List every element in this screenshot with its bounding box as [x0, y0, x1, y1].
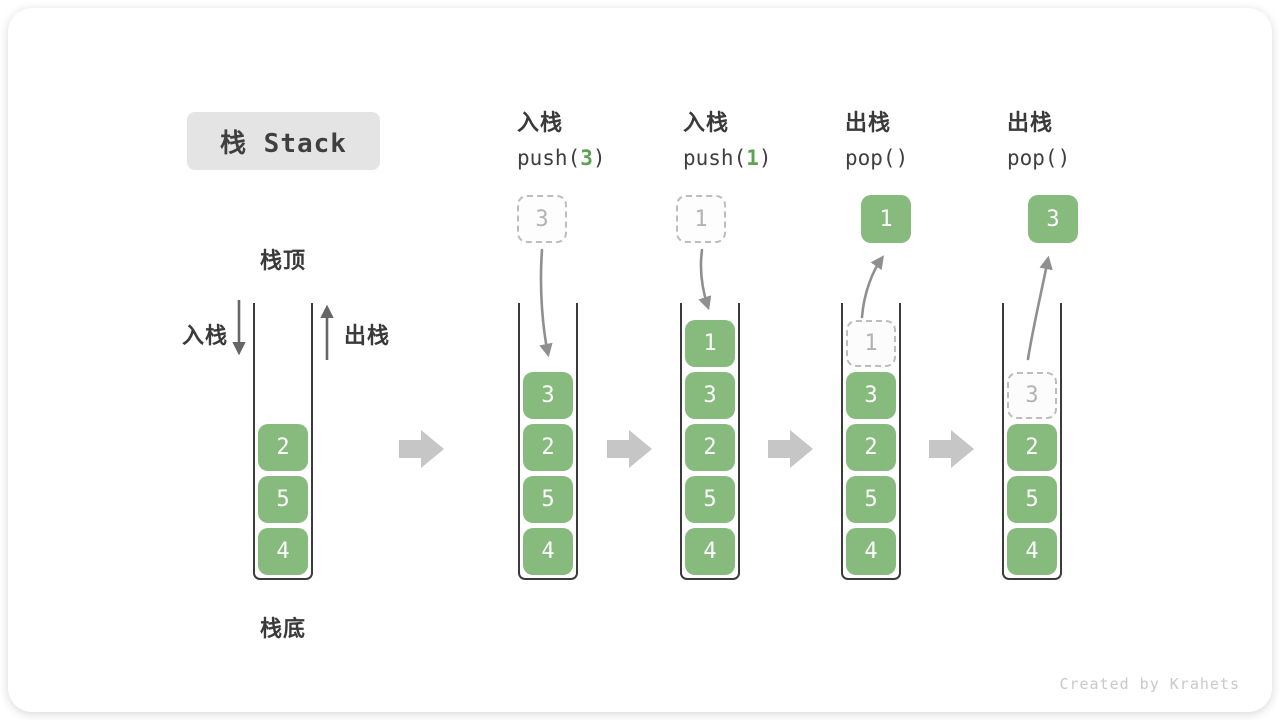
stack-cell: 5: [846, 476, 896, 523]
code-pre: push(: [517, 146, 581, 170]
stack-cell: 5: [685, 476, 735, 523]
operation-label-push-1: 入栈 push(1): [683, 106, 772, 176]
stack-container-1: [253, 303, 313, 580]
operation-name: 出栈: [845, 110, 892, 135]
operation-name: 入栈: [517, 110, 564, 135]
floating-value-pop-3: 3: [1028, 195, 1078, 243]
stack-container-5: [1002, 303, 1062, 580]
operation-code: pop(): [1007, 140, 1070, 176]
stack-cell-ghost: 3: [1007, 372, 1057, 419]
operation-name: 入栈: [683, 110, 730, 135]
stack-container-4: [841, 303, 901, 580]
code-arg: 1: [746, 146, 759, 170]
code-pre: push(: [683, 146, 747, 170]
push-direction-label: 入栈: [181, 323, 228, 348]
stack-cell: 4: [685, 528, 735, 575]
code-post: ): [592, 146, 606, 170]
operation-label-push-3: 入栈 push(3): [517, 106, 606, 176]
stack-cell: 4: [846, 528, 896, 575]
stack-cell: 2: [258, 424, 308, 471]
stack-cell-ghost: 1: [846, 320, 896, 367]
stack-cell: 4: [258, 528, 308, 575]
stack-container-3: [680, 303, 740, 580]
stack-cell: 3: [523, 372, 573, 419]
stack-cell: 2: [846, 424, 896, 471]
code-post: ): [758, 146, 772, 170]
floating-value-push-3: 3: [517, 195, 567, 243]
pop-direction-label: 出栈: [344, 323, 391, 348]
stack-cell: 4: [1007, 528, 1057, 575]
code-arg: 3: [580, 146, 593, 170]
stack-bottom-label: 栈底: [259, 616, 306, 641]
floating-value-pop-1: 1: [861, 195, 911, 243]
stack-cell: 5: [258, 476, 308, 523]
stack-cell: 1: [685, 320, 735, 367]
operation-code: push(3): [517, 140, 606, 176]
watermark: Created by Krahets: [1059, 675, 1240, 693]
stack-cell: 5: [1007, 476, 1057, 523]
operation-name: 出栈: [1007, 110, 1054, 135]
stack-cell: 2: [685, 424, 735, 471]
stack-cell: 5: [523, 476, 573, 523]
operation-code: push(1): [683, 140, 772, 176]
title-badge: 栈 Stack: [187, 112, 380, 170]
stack-cell: 2: [523, 424, 573, 471]
stack-cell: 2: [1007, 424, 1057, 471]
operation-label-pop-1: 出栈 pop(): [845, 106, 908, 176]
operation-label-pop-3: 出栈 pop(): [1007, 106, 1070, 176]
stack-cell: 4: [523, 528, 573, 575]
floating-value-push-1: 1: [676, 195, 726, 243]
stack-container-2: [518, 303, 578, 580]
code-pre: pop(): [1007, 146, 1071, 170]
operation-code: pop(): [845, 140, 908, 176]
stack-cell: 3: [846, 372, 896, 419]
stack-top-label: 栈顶: [259, 248, 306, 273]
code-pre: pop(): [845, 146, 909, 170]
stack-cell: 3: [685, 372, 735, 419]
